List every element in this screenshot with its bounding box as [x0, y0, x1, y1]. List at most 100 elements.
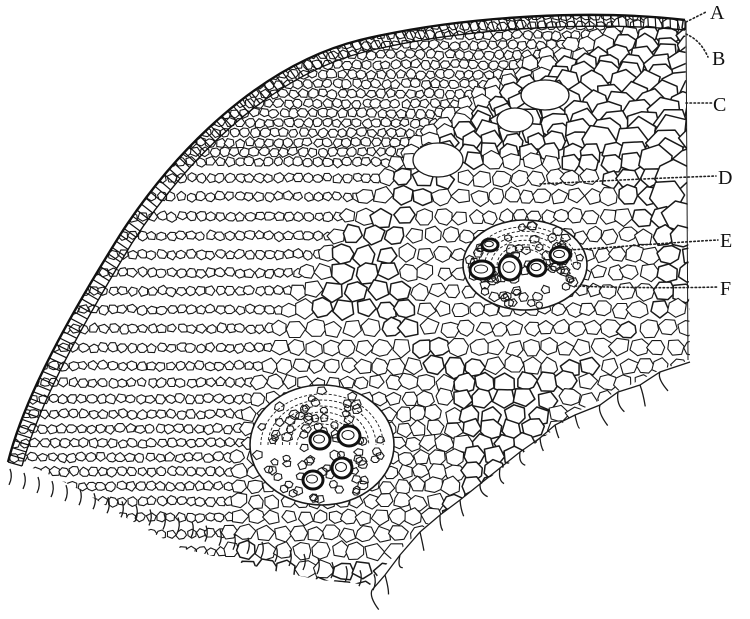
- cell: [187, 98, 196, 107]
- cell: [612, 466, 628, 479]
- cell: [115, 424, 126, 433]
- vessel-wall: [332, 458, 352, 478]
- cell: [689, 302, 709, 318]
- cell: [10, 529, 20, 538]
- cell: [205, 410, 216, 419]
- cell: [567, 526, 581, 540]
- cell: [417, 263, 433, 279]
- cell: [117, 344, 127, 353]
- cell: [58, 394, 67, 403]
- cell: [2, 529, 10, 538]
- epidermal-cell-wall: [43, 371, 57, 377]
- cell: [506, 562, 527, 580]
- epidermal-cell-wall: [53, 351, 67, 358]
- vessel-wall: [310, 431, 330, 449]
- cell: [279, 13, 288, 22]
- cell: [234, 249, 245, 259]
- cell: [166, 20, 177, 29]
- cell: [531, 545, 546, 559]
- cell: [225, 80, 235, 89]
- cell: [493, 171, 512, 187]
- cell: [231, 493, 247, 508]
- cell: [204, 99, 214, 108]
- cell: [414, 450, 430, 465]
- cell: [20, 250, 31, 258]
- cell: [339, 209, 354, 222]
- cell: [39, 481, 48, 490]
- cell: [186, 79, 195, 88]
- cell: [545, 562, 561, 576]
- cell: [274, 191, 283, 200]
- cell: [426, 110, 435, 119]
- cell: [99, 41, 109, 50]
- cell: [298, 148, 308, 157]
- cell: [109, 174, 119, 184]
- cell: [61, 100, 71, 109]
- cell: [397, 50, 406, 59]
- cell: [627, 495, 641, 510]
- cell: [64, 109, 74, 119]
- cell: [367, 148, 376, 157]
- cell: [157, 3, 167, 12]
- cell: [69, 1, 79, 10]
- cell: [419, 2, 430, 11]
- cell: [75, 109, 85, 117]
- cell: [244, 193, 253, 201]
- epidermal-cell-wall: [22, 419, 36, 424]
- cell: [532, 525, 550, 541]
- cell: [148, 174, 158, 184]
- cell: [0, 158, 2, 167]
- cell: [74, 70, 83, 79]
- cell: [26, 89, 35, 98]
- cell: [87, 585, 97, 594]
- epidermal-cell-wall: [648, 17, 649, 28]
- cell: [468, 60, 478, 69]
- cell: [660, 527, 677, 540]
- cell: [185, 40, 194, 49]
- cell: [10, 305, 21, 314]
- cell: [162, 70, 172, 79]
- cell: [561, 510, 577, 523]
- cell: [90, 192, 99, 201]
- cell: [390, 281, 411, 299]
- cell: [195, 232, 204, 241]
- cell: [308, 129, 318, 138]
- cell: [506, 321, 523, 336]
- cell: [245, 362, 254, 370]
- cell: [11, 173, 20, 181]
- cell: [142, 51, 152, 60]
- cell: [137, 410, 147, 420]
- cell: [11, 497, 20, 506]
- cell: [99, 139, 109, 148]
- cell: [177, 212, 187, 220]
- cell: [31, 467, 41, 476]
- cell: [70, 498, 79, 508]
- cell: [127, 2, 138, 11]
- torn-cell-wall: [420, 532, 424, 551]
- cell: [63, 128, 74, 137]
- cell: [88, 232, 97, 241]
- cell: [31, 305, 41, 313]
- cell: [86, 453, 96, 462]
- cell: [393, 340, 410, 359]
- cell: [187, 268, 196, 277]
- cell: [186, 513, 196, 522]
- cell: [244, 21, 255, 29]
- cell: [492, 390, 514, 409]
- cell: [254, 41, 262, 49]
- cell: [406, 12, 416, 21]
- cell: [684, 340, 699, 355]
- cell: [249, 508, 266, 523]
- cell: [142, 127, 153, 137]
- cell: [265, 306, 275, 314]
- cell: [19, 268, 30, 277]
- cell: [29, 81, 39, 90]
- cell: [119, 529, 129, 537]
- cell: [228, 582, 247, 597]
- cell: [361, 158, 371, 166]
- cell: [343, 224, 362, 242]
- cell: [157, 439, 167, 447]
- cell: [75, 31, 85, 40]
- cell: [213, 394, 224, 403]
- cell: [280, 109, 289, 117]
